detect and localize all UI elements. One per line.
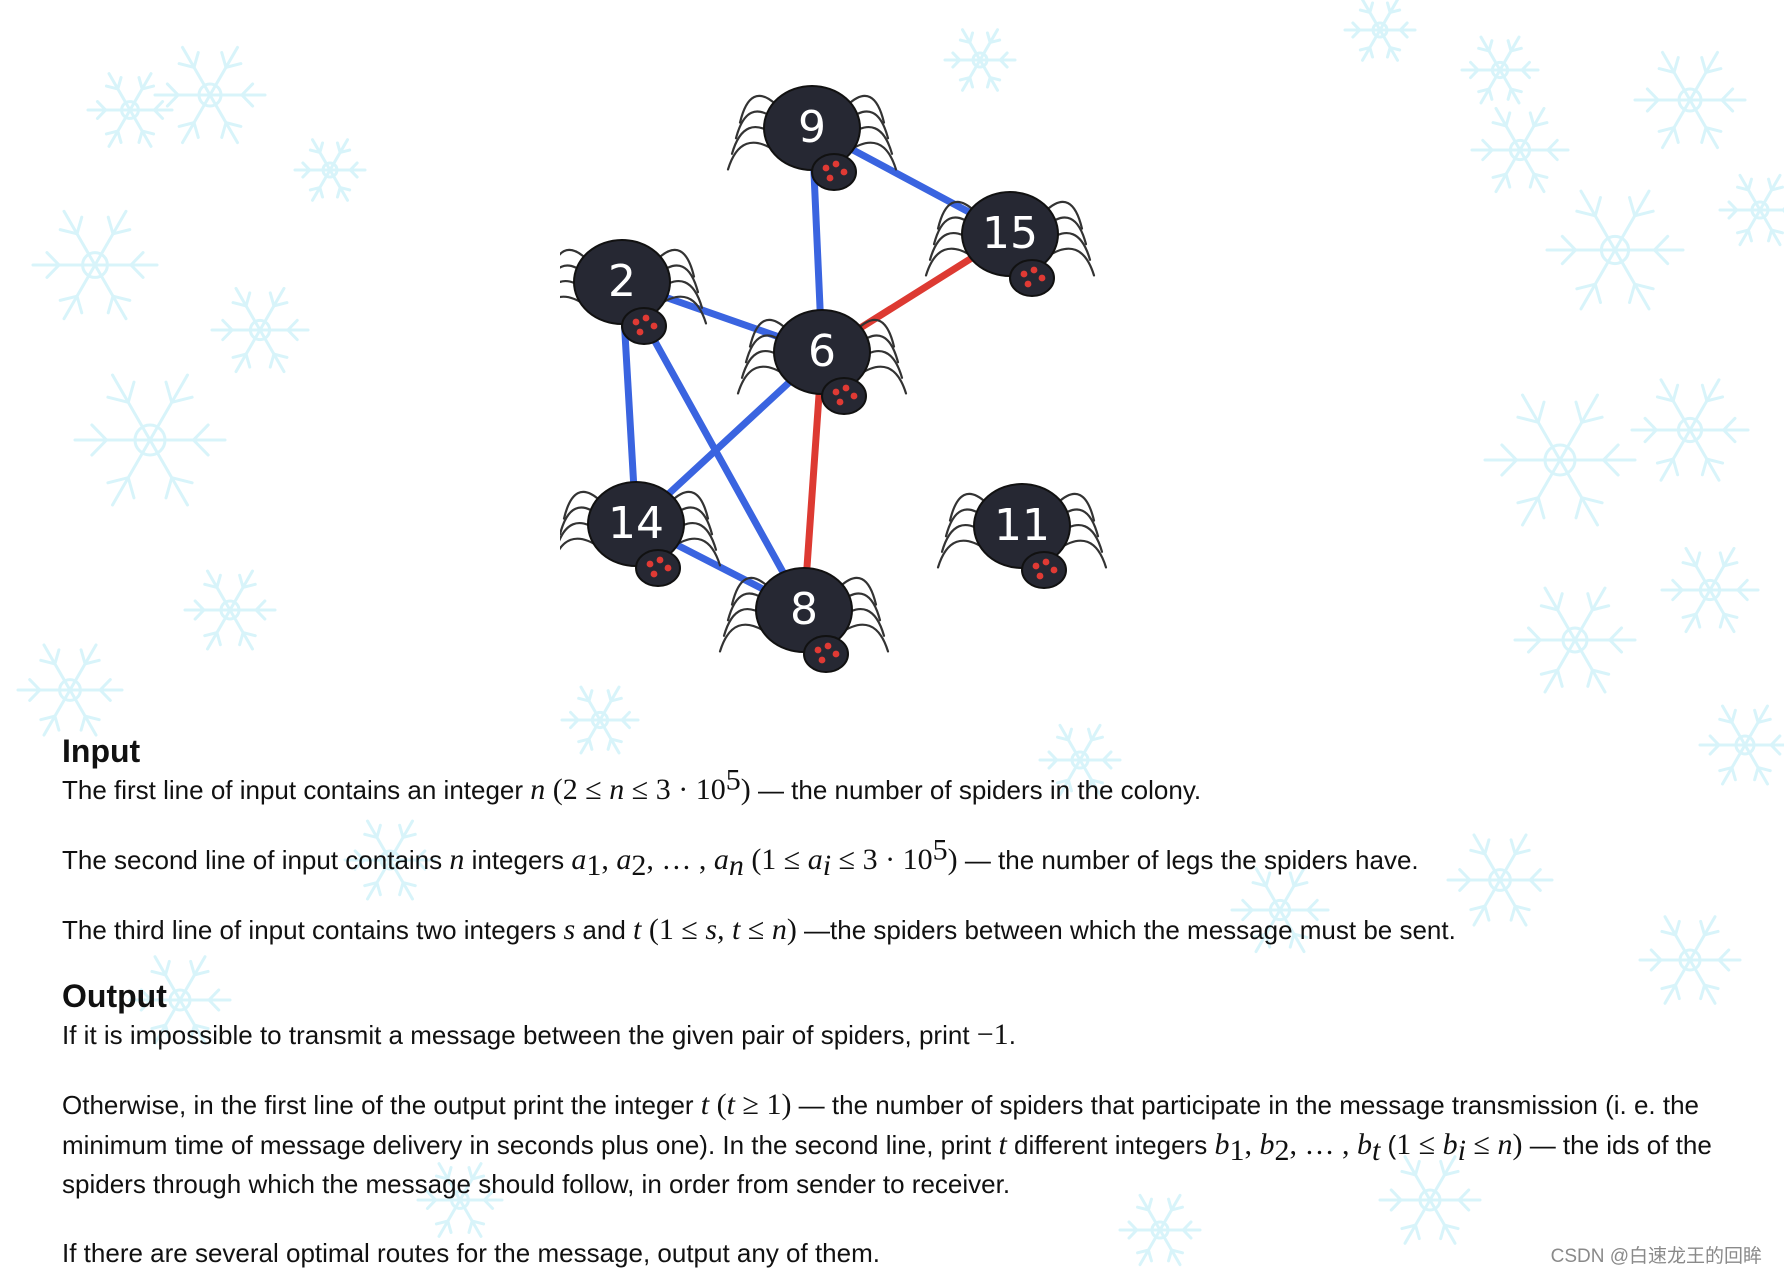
spider-eye <box>632 318 640 326</box>
spider-eye <box>826 174 834 182</box>
spider-head <box>803 635 849 673</box>
snowflake-icon <box>1470 106 1570 194</box>
problem-statement: Input The first line of input contains a… <box>62 732 1752 1273</box>
output-line-1: If it is impossible to transmit a messag… <box>62 1018 1016 1051</box>
spider-11: 11 <box>936 483 1108 589</box>
snowflake-icon <box>183 569 277 651</box>
spider-label: 11 <box>994 500 1050 551</box>
spider-head <box>635 549 681 587</box>
spider-9: 9 <box>726 85 898 191</box>
spider-graph-illustration: 9 15 2 6 14 11 8 <box>560 85 1108 673</box>
spider-eye <box>1042 558 1050 566</box>
snowflake-icon <box>1660 546 1760 634</box>
spider-label: 6 <box>808 326 836 377</box>
snowflake-icon <box>1446 833 1554 927</box>
snowflake-icon <box>1698 704 1784 786</box>
spider-eye <box>1038 274 1046 282</box>
spider-eye <box>1050 566 1058 574</box>
spider-eye <box>1024 280 1032 288</box>
snowflake-icon <box>153 45 267 145</box>
csdn-watermark: CSDN @白速龙王的回眸 <box>1550 1246 1762 1267</box>
spider-eye <box>636 328 644 336</box>
spider-eye <box>832 650 840 658</box>
snowflake-icon <box>1038 723 1122 797</box>
spider-head <box>1009 259 1055 297</box>
input-heading: Input <box>62 733 141 769</box>
spider-eye <box>1036 572 1044 580</box>
spider-15: 15 <box>924 191 1096 297</box>
spider-label: 15 <box>982 208 1038 259</box>
output-line-2: Otherwise, in the first line of the outp… <box>62 1088 1712 1199</box>
snowflake-icon <box>293 138 367 202</box>
spider-eye <box>646 560 654 568</box>
snowflake-icon <box>16 643 124 737</box>
snowflake-icon <box>210 286 310 374</box>
snowflake-icon <box>1638 915 1742 1005</box>
snowflake-icon <box>943 28 1017 92</box>
spider-eye <box>814 646 822 654</box>
input-line-3: The third line of input contains two int… <box>62 913 1456 946</box>
snowflake-icon <box>73 373 227 507</box>
snowflake-icon <box>1513 586 1637 694</box>
spider-eye <box>664 564 672 572</box>
output-line-3: If there are several optimal routes for … <box>62 1238 880 1268</box>
spider-eye <box>822 164 830 172</box>
spider-eye <box>836 398 844 406</box>
snowflake-icon <box>86 72 174 148</box>
spider-eye <box>650 322 658 330</box>
snowflake-icon <box>560 685 640 755</box>
spider-head <box>621 307 667 345</box>
spider-eye <box>1032 562 1040 570</box>
input-line-1: The first line of input contains an inte… <box>62 763 1202 806</box>
snowflake-icon <box>1230 866 1330 954</box>
spider-eye <box>832 160 840 168</box>
spider-head <box>1021 551 1067 589</box>
spider-eye <box>850 392 858 400</box>
output-heading: Output <box>62 978 167 1014</box>
spider-label: 9 <box>798 102 826 153</box>
input-line-2: The second line of input contains n inte… <box>62 833 1419 883</box>
spider-2: 2 <box>560 239 708 345</box>
snowflake-icon <box>1343 0 1417 62</box>
spider-head <box>811 153 857 191</box>
snowflake-icon <box>1118 1193 1202 1267</box>
spider-eye <box>650 570 658 578</box>
spider-label: 8 <box>790 584 818 635</box>
spider-eye <box>832 388 840 396</box>
spider-eye <box>842 384 850 392</box>
snowflake-icon <box>1460 35 1540 105</box>
spider-eye <box>824 642 832 650</box>
snowflake-icon <box>343 819 437 901</box>
spider-eye <box>1030 266 1038 274</box>
spider-eye <box>1020 270 1028 278</box>
snowflake-icon <box>1545 189 1685 311</box>
edge-6-8 <box>800 348 826 614</box>
snowflake-icon <box>128 955 232 1045</box>
snowflake-icon <box>1718 173 1784 247</box>
spider-label: 14 <box>608 498 664 549</box>
snowflake-icon <box>416 1162 504 1238</box>
spider-eye <box>840 168 848 176</box>
snowflake-icon <box>31 209 159 321</box>
spider-label: 2 <box>608 256 636 307</box>
spider-6: 6 <box>736 309 908 415</box>
spider-eye <box>642 314 650 322</box>
snowflake-icon <box>1378 1155 1482 1245</box>
spider-8: 8 <box>718 567 890 673</box>
spider-eye <box>656 556 664 564</box>
snowflake-icon <box>1483 393 1637 527</box>
snowflake-icon <box>1633 50 1747 150</box>
spider-14: 14 <box>560 481 722 587</box>
spider-eye <box>818 656 826 664</box>
spider-head <box>821 377 867 415</box>
snowflake-icon <box>1630 378 1750 482</box>
